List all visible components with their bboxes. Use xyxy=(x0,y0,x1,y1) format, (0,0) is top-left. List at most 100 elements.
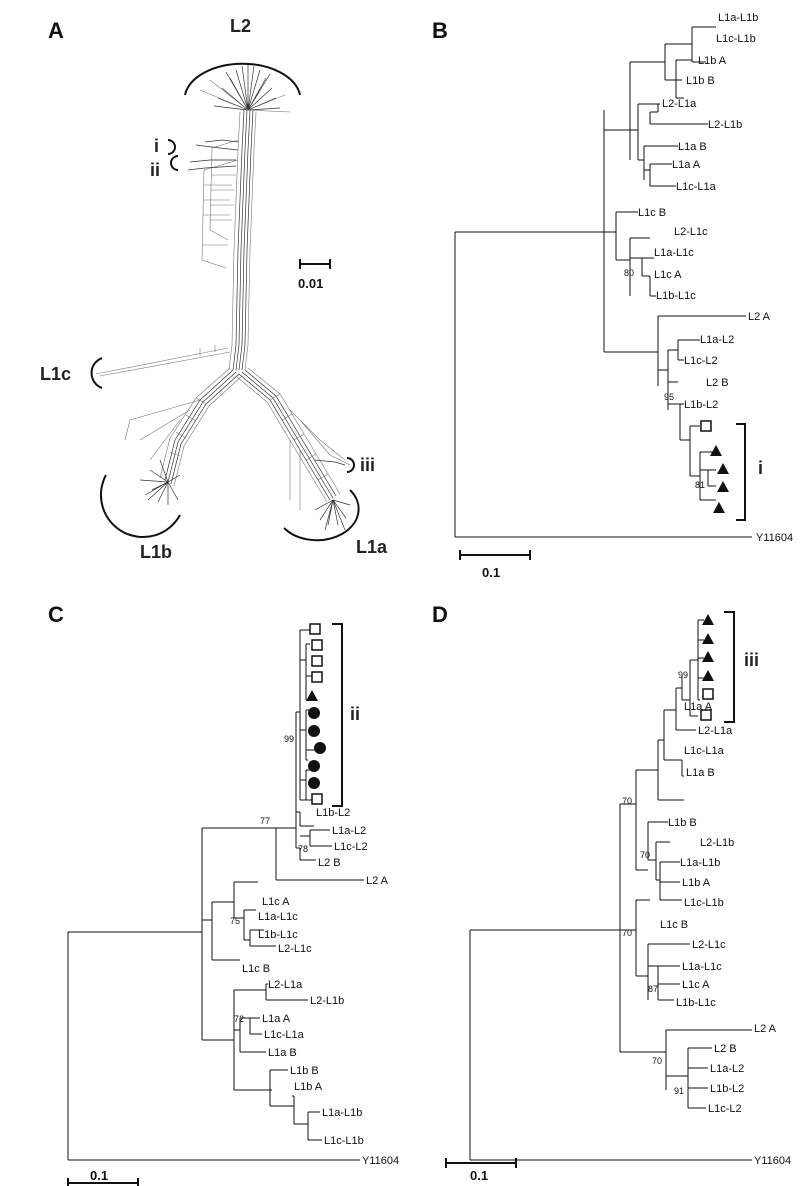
leaf-c-0: L1b-L2 xyxy=(316,807,350,819)
leaf-c-15: L1b B xyxy=(290,1065,319,1077)
bootstrap-d-4: 87 xyxy=(648,984,658,994)
clade-label-c: ii xyxy=(350,704,360,724)
leaf-d-16: L1a-L2 xyxy=(710,1063,744,1075)
leaf-d-6: L1a-L1b xyxy=(680,857,720,869)
leaf-b-10: L2-L1c xyxy=(674,226,708,238)
leaf-c-2: L1c-L2 xyxy=(334,841,368,853)
leaf-d-15: L2 B xyxy=(714,1043,737,1055)
bootstrap-d-6: 91 xyxy=(674,1086,684,1096)
leaf-c-4: L2 A xyxy=(366,875,389,887)
bootstrap-c-2: 78 xyxy=(298,844,308,854)
bootstrap-b-2: 81 xyxy=(695,480,705,490)
filled-triangle-marker xyxy=(306,690,318,701)
bootstrap-b-0: 80 xyxy=(624,268,634,278)
bootstrap-d-1: 70 xyxy=(622,796,632,806)
leaf-d-3: L1a B xyxy=(686,767,715,779)
panel-c-letter: C xyxy=(48,602,64,627)
open-square-marker xyxy=(311,793,323,805)
open-square-marker xyxy=(311,655,323,667)
l1b-arc xyxy=(99,474,181,538)
bootstrap-c-1: 77 xyxy=(260,816,270,826)
leaf-c-18: L1c-L1b xyxy=(324,1135,364,1147)
filled-triangle-marker xyxy=(717,481,729,492)
open-square-marker xyxy=(702,688,714,700)
arc-i xyxy=(167,139,176,155)
leaf-b-9: L1c B xyxy=(638,207,666,219)
tree-c-markers xyxy=(306,623,326,805)
bootstrap-d-3: 70 xyxy=(622,928,632,938)
clade-bracket-c xyxy=(332,623,343,807)
tree-d-leaves: L1a A L2-L1a L1c-L1a L1a B L1b B L2-L1b … xyxy=(660,701,791,1167)
filled-triangle-marker xyxy=(713,502,725,513)
filled-triangle-marker xyxy=(702,651,714,662)
leaf-b-12: L1c A xyxy=(654,269,682,281)
panel-b-letter: B xyxy=(432,18,448,43)
leaf-c-7: L1b-L1c xyxy=(258,929,298,941)
leaf-b-3: L1b B xyxy=(686,75,715,87)
leaf-c-13: L1c-L1a xyxy=(264,1029,305,1041)
panel-b: B L1a-L1b L1c-L1b L1b A L1b xyxy=(432,12,793,580)
arc-iii xyxy=(346,457,355,473)
leaf-d-19: Y11604 xyxy=(754,1155,791,1167)
leaf-b-16: L1c-L2 xyxy=(684,355,718,367)
leaf-b-2: L1b A xyxy=(698,55,727,67)
tree-b-branches xyxy=(454,26,752,538)
leaf-c-6: L1a-L1c xyxy=(258,911,298,923)
l1a-arc xyxy=(283,489,360,542)
leaf-d-11: L1a-L1c xyxy=(682,961,722,973)
leaf-c-16: L1b A xyxy=(294,1081,323,1093)
panel-a-letter: A xyxy=(48,18,64,43)
leaf-c-11: L2-L1b xyxy=(310,995,344,1007)
leaf-b-19: Y11604 xyxy=(756,532,793,544)
leaf-b-11: L1a-L1c xyxy=(654,247,694,259)
leaf-d-8: L1c-L1b xyxy=(684,897,724,909)
sub-label-ii: ii xyxy=(150,160,160,180)
filled-circle-marker xyxy=(308,760,320,772)
bootstrap-d-0: 99 xyxy=(678,670,688,680)
panel-c-scale-bar: 0.1 xyxy=(67,1168,139,1186)
panel-c: C L1b-L2 L1a-L2 L1c-L2 L2 B L2 A L1c A L… xyxy=(48,602,399,1186)
leaf-b-18: L1b-L2 xyxy=(684,399,718,411)
leaf-c-9: L1c B xyxy=(242,963,270,975)
filled-circle-marker xyxy=(308,725,320,737)
cluster-l1a-label: L1a xyxy=(356,537,388,557)
leaf-b-15: L1a-L2 xyxy=(700,334,734,346)
panel-d-letter: D xyxy=(432,602,448,627)
tree-b-leaves: L1a-L1b L1c-L1b L1b A L1b B L2-L1a L2-L1… xyxy=(638,12,793,544)
tree-b-markers xyxy=(700,420,729,513)
open-square-marker xyxy=(311,671,323,683)
network-graph xyxy=(95,64,351,531)
leaf-b-17: L2 B xyxy=(706,377,729,389)
filled-triangle-marker xyxy=(702,670,714,681)
leaf-d-13: L1b-L1c xyxy=(676,997,716,1009)
panel-a-scale-bar: 0.01 xyxy=(298,259,331,291)
tree-d-markers xyxy=(700,614,714,721)
leaf-d-17: L1b-L2 xyxy=(710,1083,744,1095)
l2-arc xyxy=(184,62,301,96)
leaf-d-5: L2-L1b xyxy=(700,837,734,849)
leaf-d-12: L1c A xyxy=(682,979,710,991)
filled-triangle-marker xyxy=(702,633,714,644)
leaf-b-4: L2-L1a xyxy=(662,98,697,110)
open-square-marker xyxy=(309,623,321,635)
filled-triangle-marker xyxy=(710,445,722,456)
bootstrap-b-1: 95 xyxy=(664,392,674,402)
leaf-d-18: L1c-L2 xyxy=(708,1103,742,1115)
panel-a-scale-label: 0.01 xyxy=(298,276,323,291)
leaf-c-8: L2-L1c xyxy=(278,943,312,955)
clade-bracket-b xyxy=(736,423,746,521)
clade-label-d: iii xyxy=(744,650,759,670)
leaf-d-9: L1c B xyxy=(660,919,688,931)
cluster-l1b-label: L1b xyxy=(140,542,172,562)
open-square-marker xyxy=(700,420,712,432)
filled-circle-marker xyxy=(308,777,320,789)
bootstrap-c-3: 75 xyxy=(230,916,240,926)
filled-triangle-marker xyxy=(702,614,714,625)
bootstrap-d-2: 70 xyxy=(640,850,650,860)
leaf-b-7: L1a A xyxy=(672,159,701,171)
filled-triangle-marker xyxy=(717,463,729,474)
open-square-marker xyxy=(700,709,712,721)
filled-circle-marker xyxy=(314,742,326,754)
leaf-c-14: L1a B xyxy=(268,1047,297,1059)
